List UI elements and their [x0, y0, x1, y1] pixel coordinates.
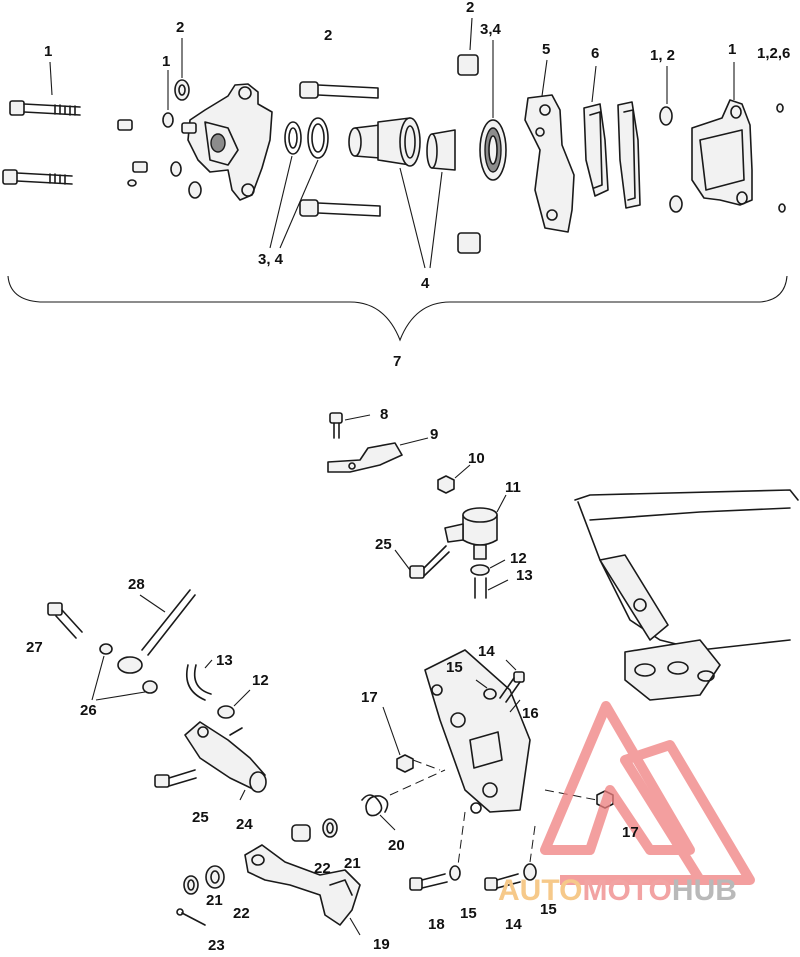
piston-center — [348, 117, 421, 167]
pedal-lever-19 — [244, 844, 361, 936]
callout-15: 15 — [460, 905, 477, 922]
callout-6: 6 — [591, 45, 600, 62]
callout-25: 25 — [375, 536, 392, 553]
fasteners-14-15-top — [475, 659, 525, 703]
group-brace — [7, 275, 788, 342]
callout-25: 25 — [192, 809, 209, 826]
callout-12: 12 — [510, 550, 527, 567]
brake-rod-28 — [117, 589, 196, 674]
bracket-16 — [424, 649, 531, 814]
pins-center — [299, 81, 381, 217]
callout-18: 18 — [428, 916, 445, 933]
callout-7: 7 — [393, 353, 402, 370]
callout-17: 17 — [622, 824, 639, 841]
callout-14: 14 — [478, 643, 495, 660]
seal-large — [479, 119, 507, 181]
callout-4: 4 — [421, 275, 430, 292]
seals-rings — [284, 117, 329, 159]
callout-26: 26 — [80, 702, 97, 719]
bolt-27 — [47, 602, 83, 639]
callout-27: 27 — [26, 639, 43, 656]
nut-17-left — [382, 706, 441, 773]
callout-14: 14 — [505, 916, 522, 933]
callout-2: 2 — [324, 27, 333, 44]
callout-1-2-6: 1,2,6 — [757, 45, 791, 62]
piston-cup — [426, 129, 456, 171]
clamp-12-top — [470, 559, 509, 599]
callout-1: 1 — [44, 43, 53, 60]
watermark-moto: MOTO — [582, 874, 672, 907]
callout-3-4: 3, 4 — [258, 251, 284, 268]
callout-22: 22 — [314, 860, 331, 877]
top-leader-lines — [49, 17, 735, 269]
callout-17: 17 — [361, 689, 378, 706]
callout-15: 15 — [540, 901, 557, 918]
callout-21: 21 — [206, 892, 223, 909]
washers-26 — [91, 643, 158, 701]
callout-8: 8 — [380, 406, 389, 423]
callout-13: 13 — [516, 567, 533, 584]
brake-pads — [583, 101, 641, 209]
callout-16: 16 — [522, 705, 539, 722]
callout-24: 24 — [236, 816, 253, 833]
washers-left — [162, 79, 202, 199]
small-sleeves — [457, 54, 481, 254]
watermark-logo — [540, 701, 755, 885]
bolt-long-lower — [2, 169, 73, 185]
bolt-25-bottom — [154, 769, 197, 788]
reservoir-11 — [444, 494, 507, 560]
callout-28: 28 — [128, 576, 145, 593]
callout-23: 23 — [208, 937, 225, 954]
fasteners-18-15-14-bottom — [409, 811, 537, 891]
callout-5: 5 — [542, 41, 551, 58]
callout-21: 21 — [344, 855, 361, 872]
caliper-body-left — [181, 83, 273, 201]
callout-13: 13 — [216, 652, 233, 669]
bushings-22-21 — [291, 818, 338, 842]
callout-20: 20 — [388, 837, 405, 854]
bolt-25-top — [394, 545, 450, 579]
callout-11: 11 — [505, 479, 521, 496]
hose-13 — [186, 659, 213, 701]
callout-2: 2 — [176, 19, 185, 36]
watermark-hub: HUB — [671, 874, 737, 907]
caliper-body-right — [659, 99, 786, 213]
callout-3-4: 3,4 — [480, 21, 501, 38]
clip-9 — [327, 437, 429, 473]
callout-9: 9 — [430, 426, 439, 443]
watermark-text: AUTOMOTOHUB — [498, 876, 737, 906]
nut-10 — [437, 464, 471, 494]
callout-10: 10 — [468, 450, 485, 467]
frame-assembly — [574, 489, 799, 701]
watermark-auto: AUTO — [498, 874, 583, 907]
washers-21-22-bottom — [183, 865, 225, 895]
screw-8 — [329, 412, 371, 439]
spring-20 — [361, 769, 446, 831]
master-cylinder-24 — [184, 721, 267, 801]
callout-19: 19 — [373, 936, 390, 953]
clamp-12-bottom — [217, 689, 251, 719]
bolt-long-upper — [9, 100, 81, 116]
bleeder-screws — [117, 119, 148, 187]
callout-15: 15 — [446, 659, 463, 676]
callout-1-2: 1, 2 — [650, 47, 676, 64]
callout-12: 12 — [252, 672, 269, 689]
callout-1: 1 — [162, 53, 171, 70]
callout-2: 2 — [466, 0, 475, 16]
callout-22: 22 — [233, 905, 250, 922]
callout-1: 1 — [728, 41, 737, 58]
cotter-pin-23 — [176, 908, 206, 926]
bracket-plate — [524, 94, 575, 233]
